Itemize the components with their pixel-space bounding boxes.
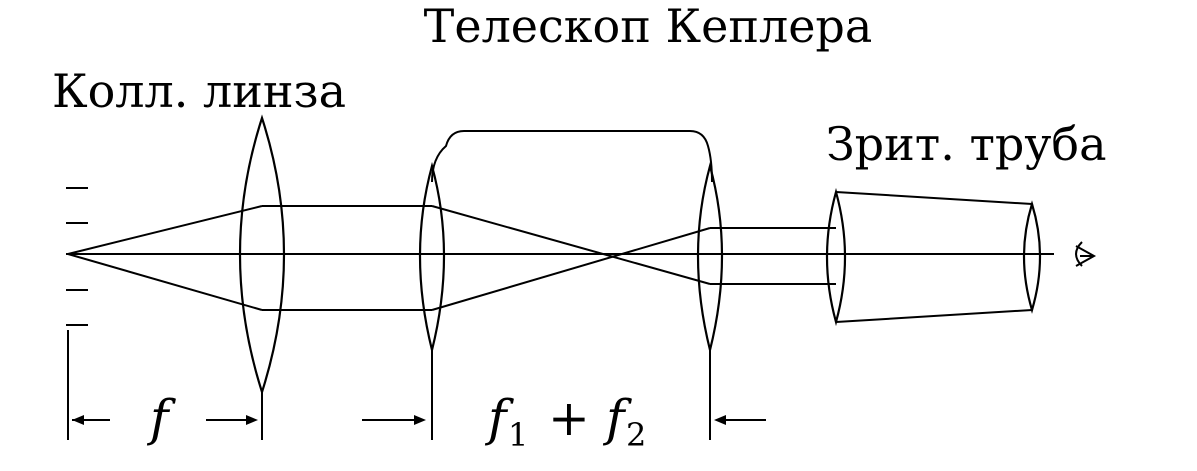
telescope-rays	[431, 205, 711, 311]
plus-symbol: +	[548, 389, 590, 447]
object-source	[66, 187, 88, 440]
telescope-length-label: f 1 + f 2	[484, 389, 646, 454]
dimension-lines	[72, 350, 766, 440]
viewing-tube-front-lens	[825, 187, 847, 327]
parallel-beam	[262, 205, 432, 311]
focal-length-label: f	[146, 389, 176, 447]
objective-lens	[418, 161, 446, 351]
f1-subscript: 1	[508, 416, 528, 454]
eyepiece-lens	[696, 161, 724, 351]
f2-subscript: 2	[626, 416, 646, 454]
collimator-lens-label: Колл. линза	[52, 64, 346, 118]
viewing-tube	[825, 187, 1042, 327]
source-rays	[67, 205, 263, 311]
eye-icon	[1075, 241, 1097, 267]
diagram-title: Телескоп Кеплера	[424, 0, 873, 53]
viewing-tube-rear-lens	[1022, 200, 1042, 314]
telescope-brace	[431, 130, 713, 183]
viewing-tube-label: Зрит. труба	[826, 117, 1107, 171]
output-beam	[710, 227, 836, 285]
